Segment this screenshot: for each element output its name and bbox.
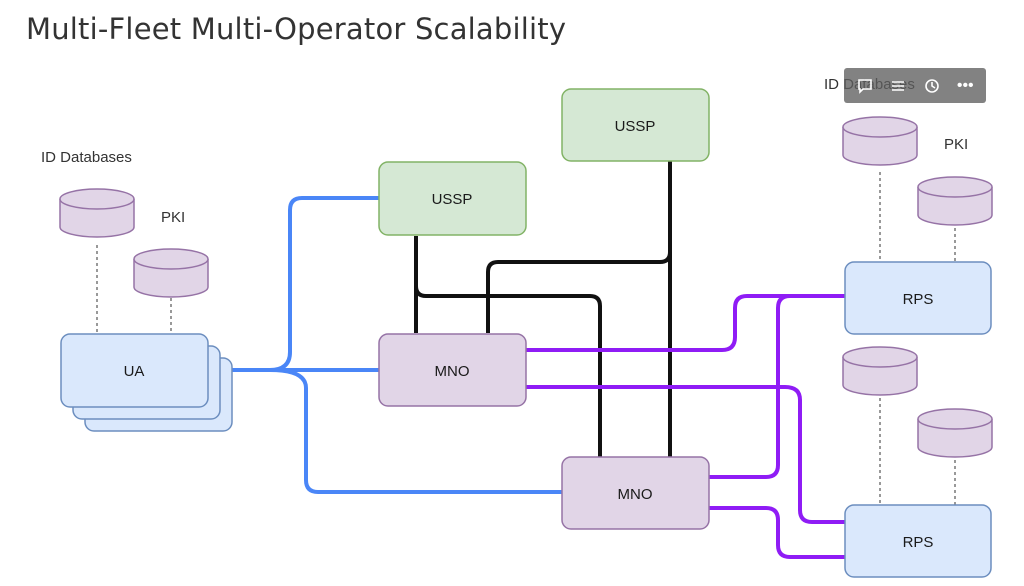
- id-database-right-bottom-icon: [842, 346, 918, 396]
- rps-top-label: RPS: [903, 291, 934, 308]
- list-icon[interactable]: [885, 73, 911, 99]
- mno-top-label: MNO: [435, 363, 470, 380]
- pki-database-right-top-icon: [917, 176, 993, 226]
- diagram-title: Multi-Fleet Multi-Operator Scalability: [26, 12, 567, 46]
- ua-node[interactable]: UA: [60, 333, 233, 432]
- ussp-mno-links: [414, 160, 672, 457]
- ussp-left-label: USSP: [432, 191, 473, 208]
- db-connectors: [96, 172, 956, 505]
- id-databases-left-label: ID Databases: [41, 149, 132, 166]
- rps-top-node[interactable]: RPS: [844, 261, 992, 335]
- comment-icon[interactable]: [852, 73, 878, 99]
- pki-left-label: PKI: [161, 209, 185, 226]
- id-database-right-top-icon: [842, 116, 918, 166]
- ussp-right-label: USSP: [615, 118, 656, 135]
- ussp-left-node[interactable]: USSP: [378, 161, 527, 236]
- pki-database-left-icon: [133, 248, 209, 298]
- id-database-left-icon: [59, 188, 135, 238]
- mno-top-node[interactable]: MNO: [378, 333, 527, 407]
- viewer-toolbar: •••: [844, 68, 986, 103]
- rps-bottom-label: RPS: [903, 534, 934, 551]
- pki-right-label: PKI: [944, 136, 968, 153]
- history-icon[interactable]: [919, 73, 945, 99]
- mno-rps-links: [525, 294, 845, 559]
- pki-database-right-bottom-icon: [917, 408, 993, 458]
- rps-bottom-node[interactable]: RPS: [844, 504, 992, 578]
- more-icon[interactable]: •••: [956, 76, 974, 94]
- ussp-right-node[interactable]: USSP: [561, 88, 710, 162]
- mno-bottom-label: MNO: [618, 486, 653, 503]
- ua-links: [207, 196, 562, 494]
- mno-bottom-node[interactable]: MNO: [561, 456, 710, 530]
- ua-label: UA: [124, 363, 145, 380]
